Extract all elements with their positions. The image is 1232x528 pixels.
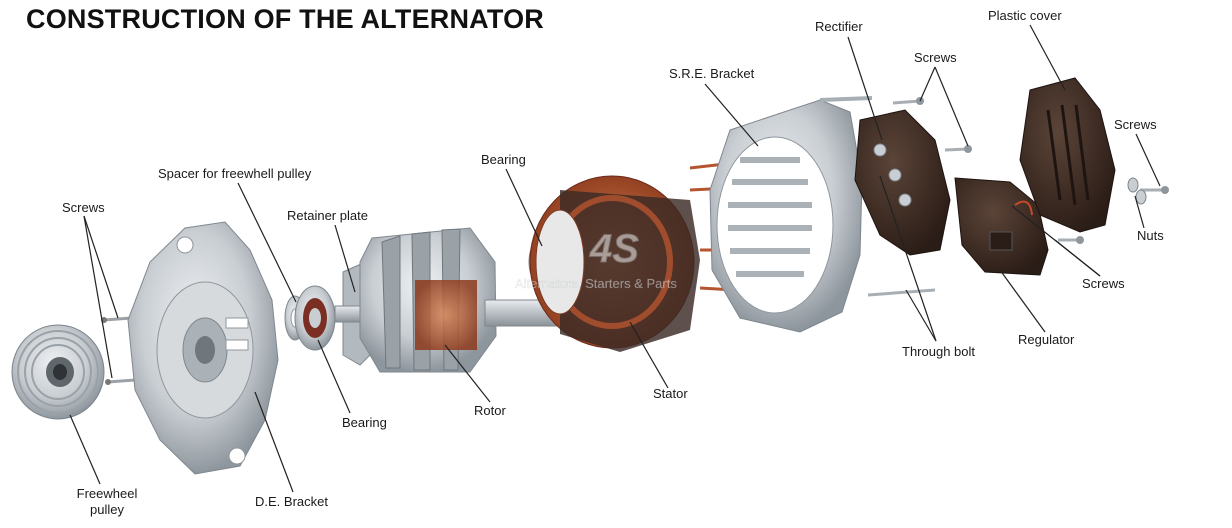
rectifier-part xyxy=(854,109,951,256)
screws-left-part xyxy=(101,316,136,385)
label-spacer: Spacer for freewhell pulley xyxy=(158,166,312,181)
page-title: CONSTRUCTION OF THE ALTERNATOR xyxy=(26,4,544,34)
label-screws-lower-right: Screws xyxy=(1082,276,1125,291)
label-stator: Stator xyxy=(653,386,688,401)
label-plastic-cover: Plastic cover xyxy=(988,8,1062,23)
stator-part xyxy=(529,162,736,352)
label-screws-left: Screws xyxy=(62,200,105,215)
label-de-bracket: D.E. Bracket xyxy=(255,494,328,509)
label-nuts: Nuts xyxy=(1137,228,1164,243)
label-retainer-plate: Retainer plate xyxy=(287,208,368,223)
label-freewheel-pulley-line2: pulley xyxy=(90,502,124,517)
label-freewheel-pulley: Freewheel pulley xyxy=(70,486,144,518)
plastic-cover-part xyxy=(1019,77,1116,233)
label-freewheel-pulley-line1: Freewheel xyxy=(76,486,138,501)
label-bearing-top: Bearing xyxy=(481,152,526,167)
bearing-front-part xyxy=(294,285,336,351)
label-through-bolt: Through bolt xyxy=(902,344,975,359)
watermark-logo: 4S xyxy=(589,227,639,271)
regulator-part xyxy=(954,177,1049,276)
rotor-part xyxy=(334,227,566,373)
freewheel-pulley-part xyxy=(11,324,105,420)
label-sre-bracket: S.R.E. Bracket xyxy=(669,66,755,81)
leader-lines xyxy=(69,24,1161,493)
label-screws-top: Screws xyxy=(914,50,957,65)
label-regulator: Regulator xyxy=(1018,332,1075,347)
screws-right-part xyxy=(1127,177,1169,205)
watermark: 4S Alternators, Starters & Parts xyxy=(515,227,678,292)
sre-bracket-part xyxy=(709,96,873,333)
screws-lower-right-part xyxy=(1058,236,1084,244)
label-rectifier: Rectifier xyxy=(815,19,863,34)
watermark-text: Alternators, Starters & Parts xyxy=(515,276,677,291)
label-rotor: Rotor xyxy=(474,403,506,418)
de-bracket-part xyxy=(127,221,279,475)
label-bearing-bottom: Bearing xyxy=(342,415,387,430)
label-screws-right: Screws xyxy=(1114,117,1157,132)
